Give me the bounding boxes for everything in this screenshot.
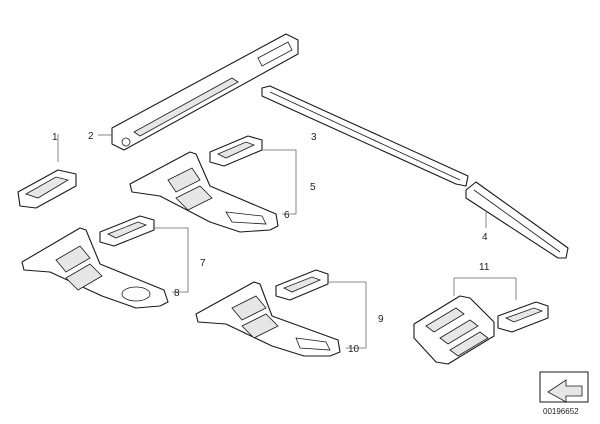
callout-5: 5: [310, 182, 316, 193]
part-2-dashboard-strip[interactable]: [111, 33, 299, 151]
vent-icon: [121, 137, 131, 147]
callout-8: 8: [174, 288, 180, 299]
part-10-console-trim[interactable]: [195, 281, 341, 357]
part-5-cover[interactable]: [209, 135, 263, 167]
part-3-door-strip[interactable]: [261, 85, 469, 187]
part-1-trim-bezel[interactable]: [17, 169, 77, 209]
leader-7-8: [154, 227, 189, 293]
callout-9: 9: [378, 314, 384, 325]
callout-4: 4: [482, 232, 488, 243]
leader-5-6: [262, 149, 297, 215]
part-11-console-insert[interactable]: [413, 295, 495, 365]
callout-3: 3: [311, 132, 317, 143]
callout-10: 10: [348, 344, 360, 355]
callout-1: 1: [52, 132, 58, 143]
part-6-console-trim[interactable]: [129, 151, 279, 233]
orientation-box: [539, 371, 589, 403]
leader-9-10: [328, 281, 367, 349]
part-4-short-strip[interactable]: [465, 181, 569, 259]
callout-6: 6: [284, 210, 290, 221]
document-number: 00196652: [543, 407, 579, 416]
callout-2: 2: [88, 131, 94, 142]
part-9-cover[interactable]: [275, 269, 329, 301]
callout-7: 7: [200, 258, 206, 269]
part-11-cover[interactable]: [497, 301, 549, 333]
arrow-icon: [547, 379, 583, 403]
part-8-console-trim[interactable]: [21, 227, 169, 309]
leader-11: [453, 277, 517, 300]
callout-11: 11: [479, 262, 490, 273]
part-7-cover[interactable]: [99, 215, 155, 247]
